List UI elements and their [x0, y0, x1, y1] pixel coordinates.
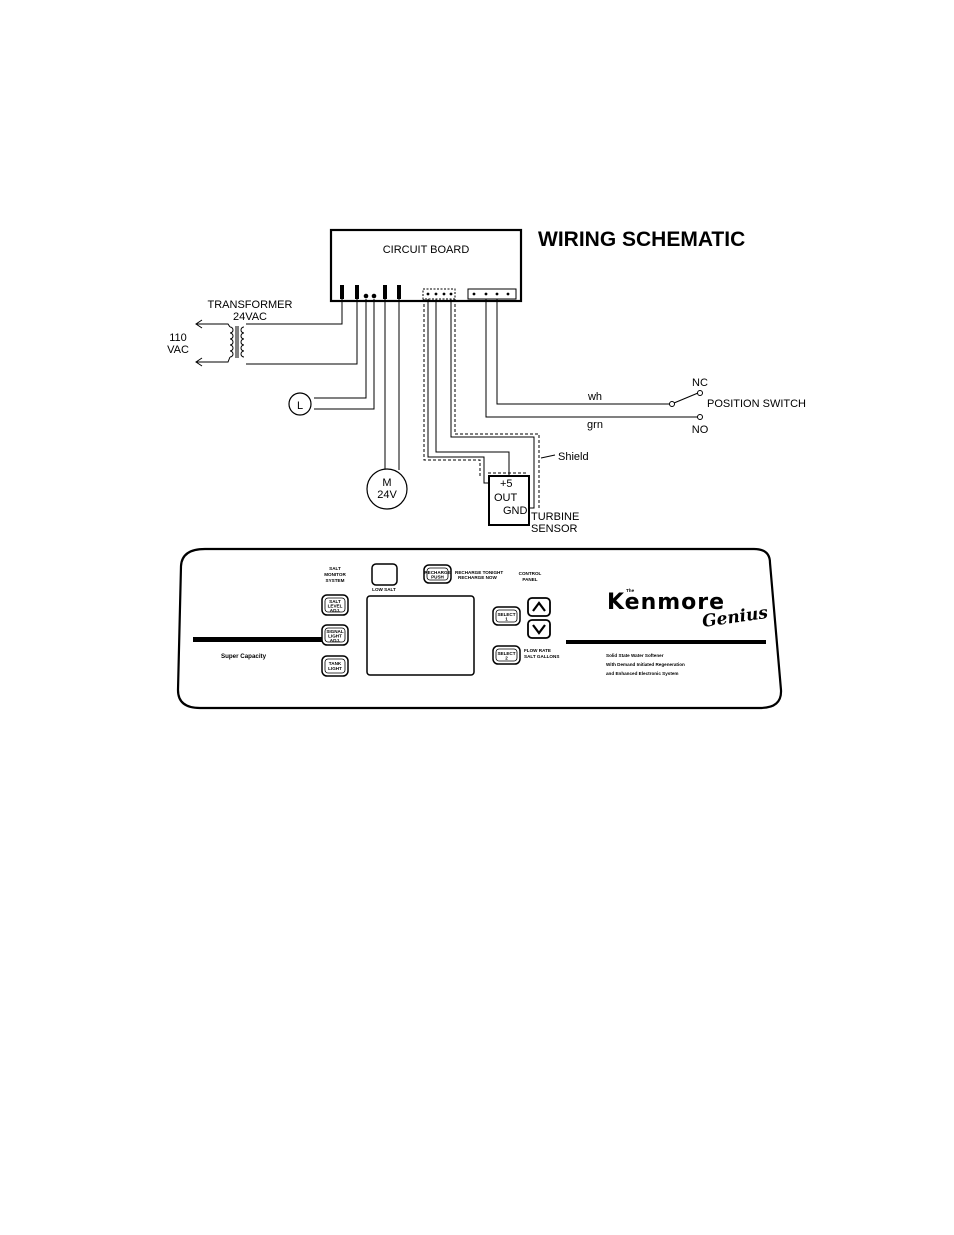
right-stripe [566, 640, 766, 644]
wire-white-label: wh [587, 391, 602, 403]
brand-the: The [626, 588, 635, 593]
select-2-number: 2 [505, 656, 508, 661]
sensor-label: TURBINE [531, 511, 579, 523]
lamp: L [288, 392, 312, 416]
transformer-voltage: 24VAC [233, 311, 267, 323]
description-line-1: Solid State Water Softener [606, 653, 664, 658]
display-window [366, 595, 475, 676]
low-salt-label: LOW SALT [372, 587, 396, 592]
low-salt-indicator [371, 563, 398, 586]
motor: M 24V [366, 468, 408, 510]
recharge-button[interactable]: RECHARGE PUSH [423, 564, 452, 584]
sensor-label-2: SENSOR [531, 523, 578, 535]
tank-light-text-1: TANK [329, 661, 342, 666]
control-panel-label-2: PANEL [522, 577, 537, 582]
sensor-plus5: +5 [500, 478, 513, 490]
position-switch-label: POSITION SWITCH [707, 398, 806, 410]
position-switch: NC NO POSITION SWITCH wh grn [587, 377, 806, 436]
switch-no-label: NO [692, 424, 709, 436]
motor-label: M [382, 477, 391, 489]
description-line-3: and Enhanced Electronic System [606, 671, 679, 676]
up-arrow-button[interactable] [527, 597, 551, 617]
brand-name: Kenmore [607, 590, 725, 615]
schematic-title: WIRING SCHEMATIC [538, 228, 745, 251]
turbine-sensor-wiring [423, 299, 556, 509]
down-arrow-button[interactable] [527, 619, 551, 639]
lamp-label: L [297, 400, 303, 412]
circuit-board: CIRCUIT BOARD [329, 228, 523, 303]
shield-label: Shield [558, 451, 589, 463]
supply-voltage-unit: VAC [167, 344, 189, 356]
tank-light-button[interactable]: TANK LIGHT [321, 655, 349, 677]
chevron-down-icon [532, 624, 546, 635]
left-stripe [193, 637, 332, 642]
salt-level-text-1: SALT [329, 599, 341, 604]
select-1-text: SELECT [497, 612, 515, 617]
signal-light-text-2: LIGHT [328, 634, 342, 639]
turbine-sensor: +5 OUT GND TURBINE SENSOR [488, 475, 579, 535]
wire-green-label: grn [587, 419, 603, 431]
transformer-label: TRANSFORMER [208, 299, 293, 311]
signal-light-text-3: ADJ. [330, 638, 340, 643]
sensor-out: OUT [494, 492, 518, 504]
recharge-tonight-label: RECHARGE TONIGHT [455, 570, 503, 575]
select-2-button[interactable]: SELECT 2 [492, 645, 521, 665]
sensor-gnd: GND [503, 505, 528, 517]
board-wiring [246, 299, 698, 470]
select-2-text: SELECT [497, 651, 515, 656]
recharge-text-2: PUSH [431, 575, 444, 580]
supply-voltage-label: 110 [169, 332, 187, 344]
control-panel: Super Capacity SALT MONITOR SYSTEM SALT … [176, 547, 783, 710]
tank-light-text-2: LIGHT [328, 666, 342, 671]
switch-nc-label: NC [692, 377, 708, 389]
control-panel-label: CONTROL [519, 571, 542, 576]
description-line-2: With Demand Initiated Regeneration [606, 662, 685, 667]
salt-monitor-label: SALT [329, 566, 341, 571]
salt-level-text-2: LEVEL [328, 604, 343, 609]
motor-voltage: 24V [377, 489, 397, 501]
recharge-text-1: RECHARGE [424, 570, 450, 575]
transformer: TRANSFORMER 24VAC 110 VAC [167, 299, 293, 367]
signal-light-adj-button[interactable]: SIGNAL LIGHT ADJ. [321, 624, 349, 646]
chevron-up-icon [532, 601, 546, 612]
salt-level-text-3: ADJ. [330, 608, 340, 613]
circuit-board-label: CIRCUIT BOARD [383, 244, 470, 256]
select-1-number: 1 [505, 617, 508, 622]
recharge-now-label: RECHARGE NOW [458, 575, 497, 580]
signal-light-text-1: SIGNAL [326, 629, 344, 634]
select-2-hint-1: FLOW RATE [524, 648, 551, 653]
salt-monitor-label-2: MONITOR [324, 572, 346, 577]
salt-level-adj-button[interactable]: SALT LEVEL ADJ. [321, 594, 349, 616]
super-capacity-label: Super Capacity [221, 653, 267, 660]
salt-monitor-label-3: SYSTEM [326, 578, 345, 583]
select-1-button[interactable]: SELECT 1 [492, 606, 521, 626]
select-2-hint-2: SALT GALLONS [524, 654, 559, 659]
